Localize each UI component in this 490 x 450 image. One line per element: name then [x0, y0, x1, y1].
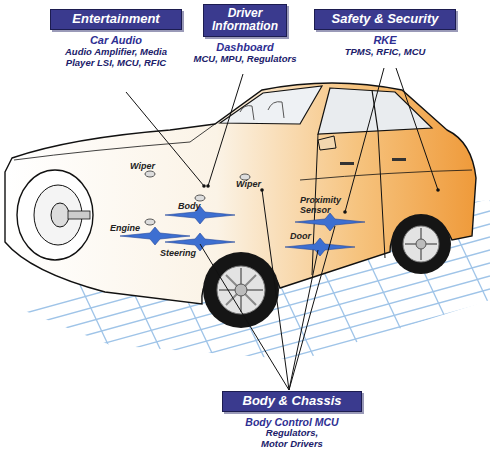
door-handle	[392, 158, 406, 161]
part-label: Steering	[160, 249, 210, 259]
category-panel: Body & ChassisBody Control MCURegulators…	[212, 391, 372, 450]
part-label: Door	[290, 232, 330, 242]
component-list: Audio Amplifier, Media Player LSI, MCU, …	[64, 47, 169, 69]
door-handle	[340, 162, 354, 165]
seat-outline	[268, 102, 284, 118]
front-wheel-cutaway	[17, 170, 93, 260]
leader-lines	[126, 68, 438, 390]
part-label: Proximity Sensor	[300, 196, 346, 216]
component-list: MCU, MPU, Regulators	[185, 54, 305, 65]
body-crease	[300, 170, 472, 180]
rim	[403, 226, 439, 262]
hood-line	[14, 124, 215, 160]
side-window	[318, 88, 432, 134]
category-panel: EntertainmentCar AudioAudio Amplifier, M…	[48, 9, 184, 69]
subsystem-title: Dashboard	[185, 41, 305, 54]
hub-cap	[416, 239, 426, 249]
axle	[68, 211, 90, 219]
part-label: Engine	[110, 224, 150, 234]
subsystem-title: Car Audio	[48, 34, 184, 47]
rim-spokes	[219, 268, 263, 312]
category-panel: Driver InformationDashboardMCU, MPU, Reg…	[185, 4, 305, 65]
side-mirror	[318, 136, 336, 150]
hub-cap	[235, 284, 247, 296]
door-line	[378, 131, 385, 258]
category-heading: Safety & Security	[314, 9, 456, 30]
rim	[217, 266, 265, 314]
category-heading: Body & Chassis	[222, 391, 362, 412]
part-label: Body	[178, 202, 218, 212]
sensor-drums	[145, 171, 250, 225]
tire	[203, 252, 279, 328]
wheel-hub	[51, 203, 69, 227]
subsystem-title: RKE	[312, 34, 458, 47]
category-heading: Driver Information	[203, 4, 287, 37]
component-list: TPMS, RFIC, MCU	[320, 47, 450, 58]
part-label: Wiper	[130, 162, 170, 172]
subsystem-title: Body Control MCU	[212, 416, 372, 428]
component-list: Regulators, Motor Drivers	[252, 428, 332, 450]
part-label: Wiper	[236, 180, 276, 190]
seat-outline	[240, 106, 254, 120]
windshield	[220, 86, 322, 124]
category-heading: Entertainment	[50, 9, 182, 30]
rim-spokes	[405, 228, 437, 260]
category-panel: Safety & SecurityRKETPMS, RFIC, MCU	[312, 9, 458, 58]
tire	[391, 214, 451, 274]
